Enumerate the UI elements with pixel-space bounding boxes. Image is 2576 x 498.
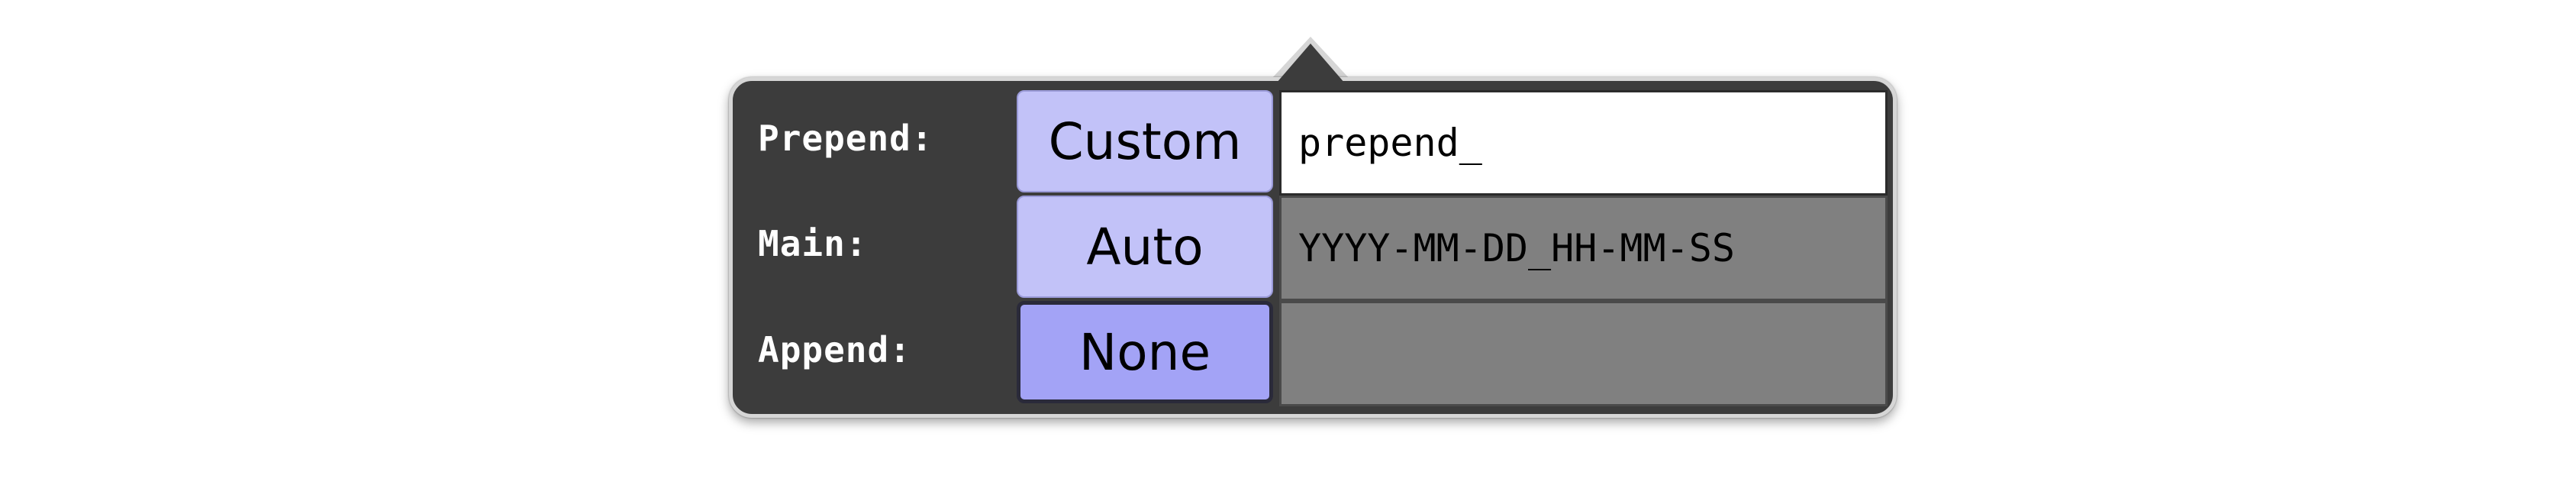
prepend-text-field[interactable]: prepend_ xyxy=(1279,90,1888,196)
main-text-field: YYYY-MM-DD_HH-MM-SS xyxy=(1279,196,1888,301)
prepend-label: Prepend: xyxy=(758,118,933,159)
append-label: Append: xyxy=(758,329,911,370)
prepend-field-value: prepend_ xyxy=(1298,121,1482,165)
append-text-field xyxy=(1279,301,1888,406)
filename-format-popover: Prepend: Custom prepend_ Main: Auto YYYY… xyxy=(729,77,1897,418)
main-field-value: YYYY-MM-DD_HH-MM-SS xyxy=(1298,226,1735,270)
popover-arrow-fill xyxy=(1276,44,1345,83)
main-mode-button[interactable]: Auto xyxy=(1017,196,1273,298)
main-label: Main: xyxy=(758,223,868,264)
append-mode-button[interactable]: None xyxy=(1017,301,1273,403)
prepend-mode-button[interactable]: Custom xyxy=(1017,90,1273,192)
